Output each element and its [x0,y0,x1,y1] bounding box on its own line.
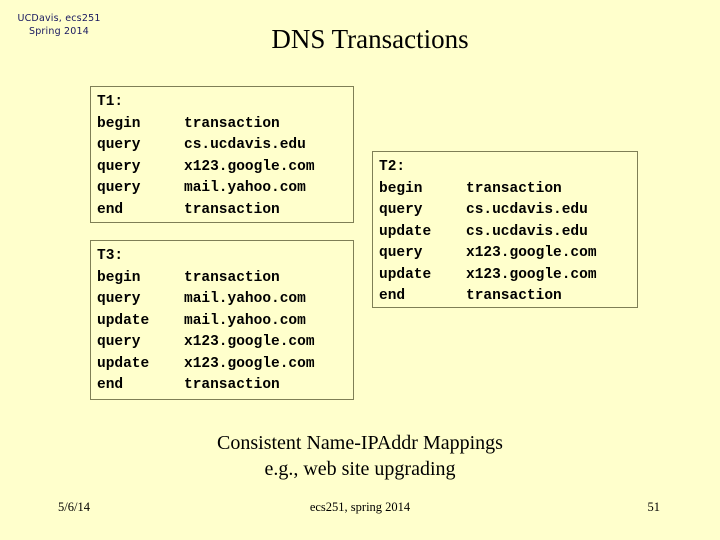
transaction-arg: transaction [184,377,280,393]
slide-caption: Consistent Name-IPAddr Mappings e.g., we… [110,430,610,482]
transaction-op: update [379,266,432,283]
transaction-arg: cs.ucdavis.edu [466,202,588,218]
transaction-row: end transaction [379,286,631,308]
transaction-arg: mail.yahoo.com [184,291,306,307]
transaction-op: query [97,291,141,307]
transaction-label-t3: T3: [97,246,347,268]
course-header-line1: UCDavis, ecs251 [17,13,101,24]
transaction-arg: transaction [466,180,562,197]
transaction-op: update [97,355,150,372]
transaction-id: T2: [379,159,406,175]
caption-line1: Consistent Name-IPAddr Mappings [217,432,503,454]
transaction-arg: cs.ucdavis.edu [184,137,306,153]
transaction-row: query x123.google.com [97,157,347,179]
transaction-id: T3: [97,248,124,264]
transaction-row: begin transaction [97,114,347,136]
transaction-id: T1: [97,94,124,110]
transaction-op: query [379,202,423,218]
transaction-row: begin transaction [379,179,631,201]
transaction-row: update cs.ucdavis.edu [379,222,631,244]
transaction-op: query [97,137,141,153]
transaction-row: end transaction [97,375,347,397]
transaction-row: update mail.yahoo.com [97,311,347,333]
transaction-arg: x123.google.com [184,334,315,350]
transaction-row: query cs.ucdavis.edu [379,200,631,222]
transaction-arg: x123.google.com [466,266,597,283]
transaction-row: begin transaction [97,268,347,290]
transaction-arg: x123.google.com [184,158,315,175]
page-title: DNS Transactions [271,24,469,54]
transaction-op: end [97,377,124,393]
transaction-op: query [97,180,141,196]
footer-page-number: 51 [647,500,661,514]
transaction-op: update [97,312,150,329]
transaction-label-t2: T2: [379,157,631,179]
footer-course: ecs251, spring 2014 [309,500,411,514]
transaction-arg: transaction [466,288,562,304]
transaction-op: begin [379,180,423,197]
transaction-arg: x123.google.com [184,355,315,372]
transaction-arg: x123.google.com [466,245,597,261]
transaction-row: update x123.google.com [97,354,347,376]
transaction-arg: mail.yahoo.com [184,180,306,196]
footer-date: 5/6/14 [58,500,90,514]
transaction-arg: cs.ucdavis.edu [466,223,588,240]
transaction-op: query [97,334,141,350]
transaction-op: begin [97,269,141,286]
transaction-label-t1: T1: [97,92,347,114]
transaction-row: query cs.ucdavis.edu [97,135,347,157]
transaction-op: begin [97,115,141,132]
transaction-row: query mail.yahoo.com [97,178,347,200]
transaction-arg: mail.yahoo.com [184,312,306,329]
transaction-row: query mail.yahoo.com [97,289,347,311]
transaction-op: query [379,245,423,261]
transaction-arg: transaction [184,115,280,132]
slide-footer: 5/6/14 ecs251, spring 2014 51 [0,500,720,522]
transaction-row: end transaction [97,200,347,222]
transaction-op: end [97,201,124,218]
transaction-op: query [97,158,141,175]
course-header: UCDavis, ecs251 Spring 2014 [0,12,118,38]
transaction-row: query x123.google.com [379,243,631,265]
transaction-row: query x123.google.com [97,332,347,354]
transaction-op: update [379,223,432,240]
transaction-op: end [379,288,406,304]
transaction-arg: transaction [184,201,280,218]
course-header-line2: Spring 2014 [28,26,90,37]
caption-line2: e.g., web site upgrading [264,458,456,480]
transaction-row: update x123.google.com [379,265,631,287]
transaction-arg: transaction [184,269,280,286]
